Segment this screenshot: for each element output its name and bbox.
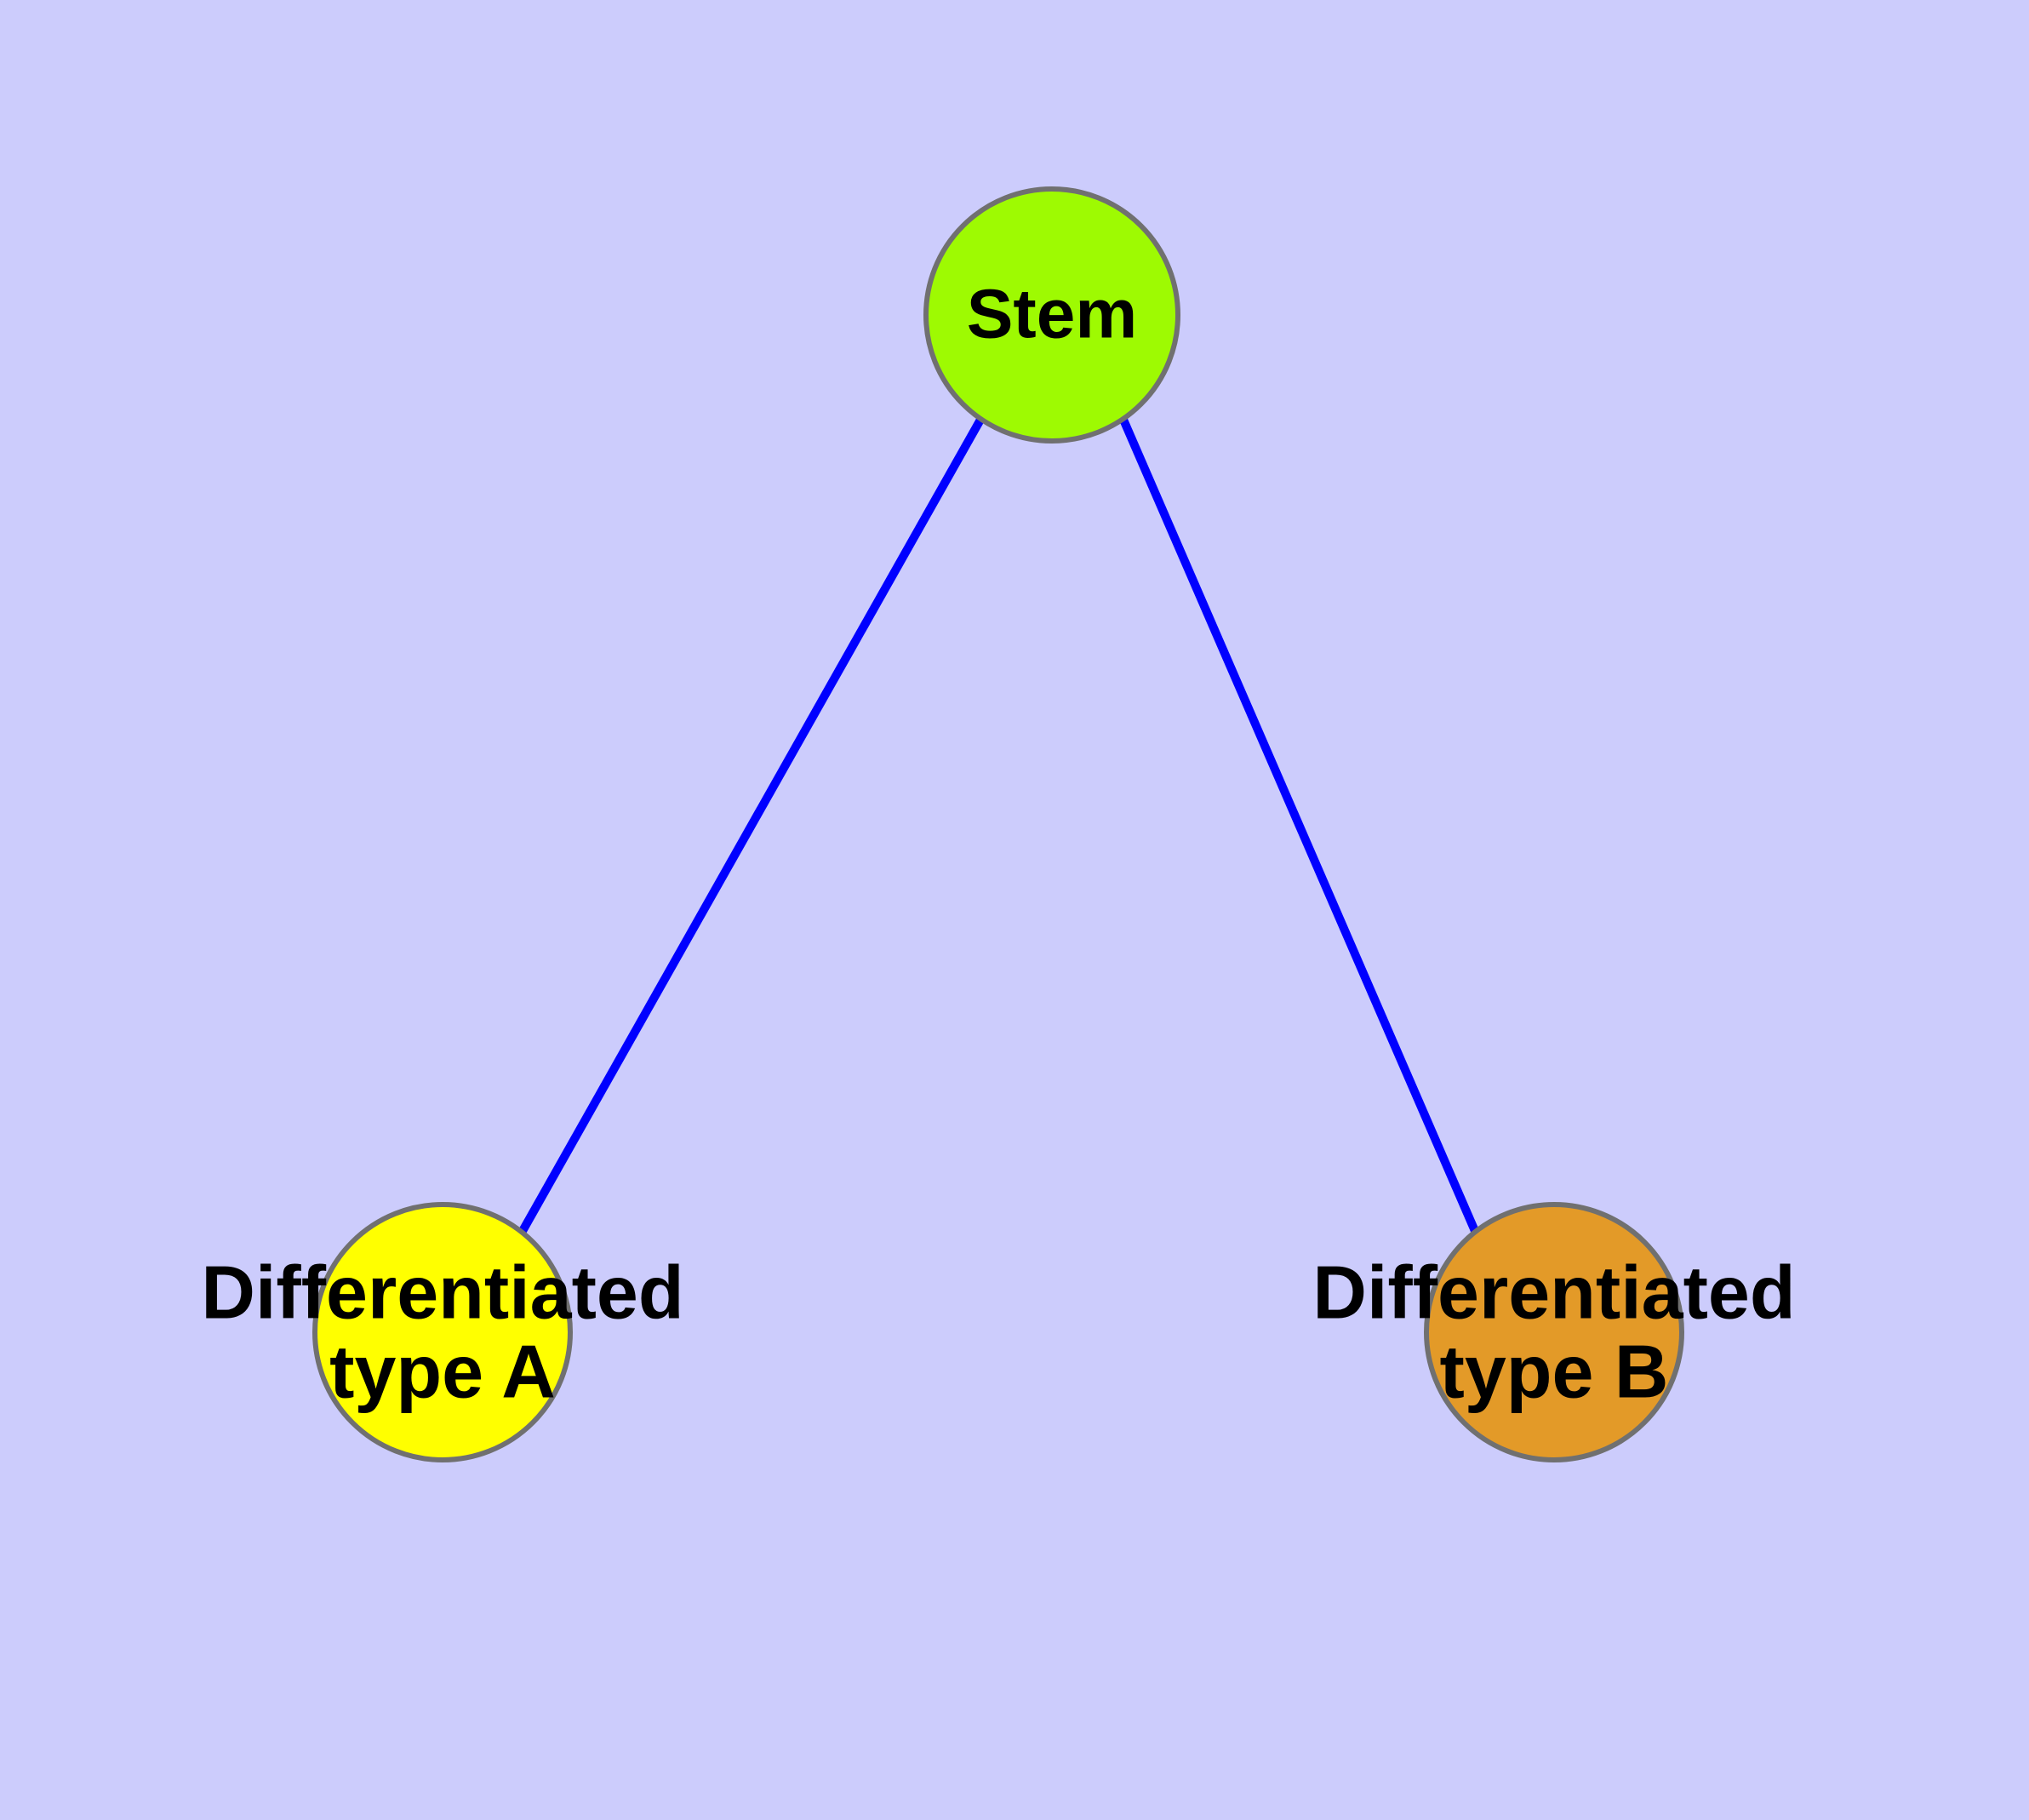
node-stem[interactable] [923,186,1180,444]
node-differentiated-type-b[interactable] [1424,1202,1684,1462]
node-layer [312,186,1684,1462]
edge-layer [518,417,1479,1233]
edge-stem-to-differentiated-type-a[interactable] [518,417,985,1233]
node-differentiated-type-a[interactable] [312,1202,573,1462]
edge-stem-to-differentiated-type-b[interactable] [1119,418,1479,1233]
